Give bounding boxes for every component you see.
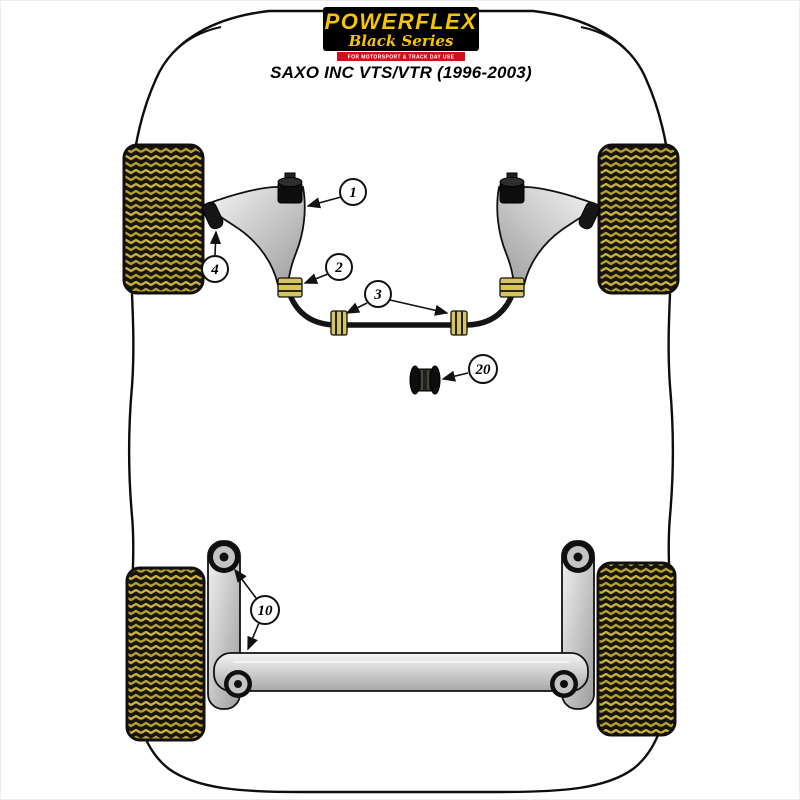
tire-rear-left xyxy=(125,566,206,742)
logo-tagline: FOR MOTORSPORT & TRACK DAY USE xyxy=(348,55,455,61)
callout-2-arrow xyxy=(303,273,329,284)
anti-roll-bar xyxy=(287,292,515,328)
callout-3: 3 xyxy=(364,280,392,308)
tire-front-right xyxy=(597,143,680,295)
rear-front-mount-bush-right xyxy=(562,541,594,573)
rear-beam-mount-bush-left xyxy=(224,670,252,698)
callout-1-number: 1 xyxy=(349,185,357,201)
wishbone-arm xyxy=(205,186,306,286)
outer-arm-bush xyxy=(202,201,224,230)
callout-1-arrow xyxy=(306,196,342,209)
logo-red-banner xyxy=(337,52,465,61)
front-lower-bush xyxy=(277,277,303,298)
callout-3-arrow-left xyxy=(345,302,368,314)
body-shoulder-line-left xyxy=(172,26,222,54)
series-wordmark: Black Series xyxy=(348,32,454,50)
callout-3-number: 3 xyxy=(373,287,382,303)
body-shoulder-line-right xyxy=(580,26,630,54)
callout-20-number: 20 xyxy=(475,362,492,378)
rear-beam-mount-bush-right xyxy=(550,670,578,698)
rear-front-mount-bush-left xyxy=(208,541,240,573)
logo-background xyxy=(323,7,479,51)
rear-cross-beam xyxy=(213,652,589,692)
callout-20-arrow xyxy=(441,370,469,382)
callout-10-arrow-up xyxy=(234,568,257,599)
brand-wordmark: POWERFLEX xyxy=(325,9,478,34)
callout-4-number: 4 xyxy=(210,262,219,278)
callout-2-number: 2 xyxy=(334,260,343,276)
callout-10-number: 10 xyxy=(258,603,274,619)
arb-bush-right xyxy=(450,310,468,336)
link-bush xyxy=(409,365,441,395)
front-wishbone-left xyxy=(202,172,306,298)
rear-beam-axle xyxy=(207,540,595,710)
arb-bush-left xyxy=(330,310,348,336)
callout-3-arrow-right xyxy=(389,299,449,316)
callout-20: 20 xyxy=(468,354,498,384)
powerflex-logo: POWERFLEX Black Series FOR MOTORSPORT & … xyxy=(323,7,479,61)
front-upper-bush xyxy=(277,172,303,204)
callout-4-arrow xyxy=(209,230,222,256)
callout-2: 2 xyxy=(325,253,353,281)
callout-10-arrow-down xyxy=(247,622,260,651)
callout-4: 4 xyxy=(201,255,229,283)
tire-rear-right xyxy=(596,561,677,737)
diagram-title: SAXO INC VTS/VTR (1996-2003) xyxy=(270,63,532,82)
callout-1: 1 xyxy=(339,178,367,206)
tire-front-left xyxy=(122,143,205,295)
callout-10: 10 xyxy=(250,595,280,625)
